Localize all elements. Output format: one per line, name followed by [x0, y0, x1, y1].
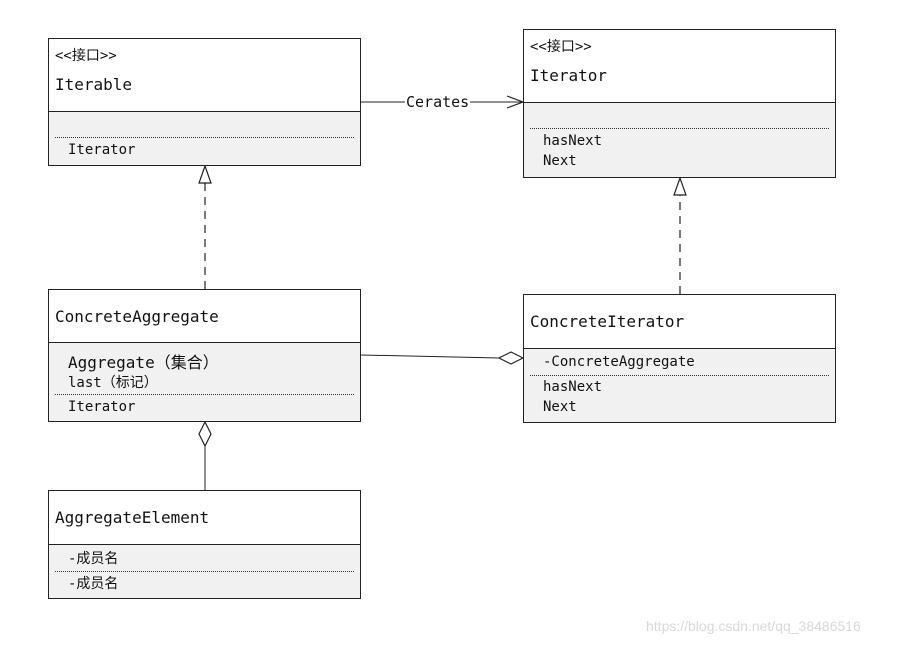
iterator-aggregation-diamond — [497, 351, 525, 365]
aggregate-element-members: -成员名 -成员名 — [49, 545, 360, 598]
concrete-iterator-field: -ConcreteAggregate — [543, 354, 695, 370]
element-aggregation-diamond — [198, 420, 212, 448]
concrete-aggregate-field: last（标记） — [68, 375, 158, 391]
iterator-members: hasNext Next — [524, 103, 835, 177]
concrete-iterator-class-box[interactable]: ConcreteIterator -ConcreteAggregate hasN… — [523, 294, 836, 423]
iterable-members: Iterator — [49, 112, 360, 165]
iterable-separator — [55, 137, 354, 138]
iterator-header: <<接口>> Iterator — [524, 30, 835, 103]
concrete-iterator-method: hasNext — [543, 379, 603, 395]
aggregate-element-class-box[interactable]: AggregateElement -成员名 -成员名 — [48, 490, 361, 599]
iterable-name: Iterable — [55, 75, 133, 94]
iterator-class-box[interactable]: <<接口>> Iterator hasNext Next — [523, 29, 836, 178]
creates-label: Cerates — [405, 93, 471, 111]
concrete-iterator-method: Next — [543, 399, 577, 415]
concrete-aggregate-field: Aggregate（集合） — [68, 353, 219, 372]
iterator-method: Next — [543, 153, 577, 169]
aggregate-element-method: -成员名 — [68, 576, 119, 592]
concrete-aggregate-name: ConcreteAggregate — [55, 307, 219, 326]
aggregate-realization-triangle — [198, 164, 212, 184]
aggregate-element-header: AggregateElement — [49, 491, 360, 545]
concrete-iterator-separator — [530, 375, 829, 376]
iterator-method: hasNext — [543, 133, 603, 149]
iterator-name: Iterator — [530, 66, 608, 85]
iterable-method: Iterator — [68, 142, 136, 158]
concrete-aggregate-separator — [55, 394, 354, 395]
concrete-aggregate-header: ConcreteAggregate — [49, 290, 360, 343]
aggregate-element-field: -成员名 — [68, 551, 119, 567]
concrete-aggregate-class-box[interactable]: ConcreteAggregate Aggregate（集合） last（标记）… — [48, 289, 361, 422]
iterable-stereotype: <<接口>> — [55, 48, 117, 64]
concrete-aggregate-method: Iterator — [68, 399, 136, 415]
aggregate-element-name: AggregateElement — [55, 508, 210, 527]
iterable-header: <<接口>> Iterable — [49, 39, 360, 112]
aggregate-element-separator — [55, 571, 354, 572]
concrete-iterator-header: ConcreteIterator — [524, 295, 835, 349]
concrete-iterator-name: ConcreteIterator — [530, 312, 685, 331]
iterator-separator — [530, 128, 829, 129]
iterator-aggregation-line — [360, 354, 500, 359]
iterator-realization-triangle — [673, 176, 687, 196]
iterable-class-box[interactable]: <<接口>> Iterable Iterator — [48, 38, 361, 166]
watermark: https://blog.csdn.net/qq_38486516 — [646, 618, 861, 634]
concrete-iterator-members: -ConcreteAggregate hasNext Next — [524, 349, 835, 422]
iterator-stereotype: <<接口>> — [530, 39, 592, 55]
concrete-aggregate-members: Aggregate（集合） last（标记） Iterator — [49, 343, 360, 421]
